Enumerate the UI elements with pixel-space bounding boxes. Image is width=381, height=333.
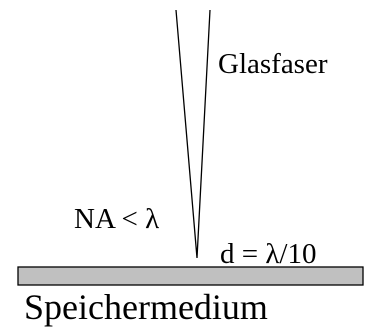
distance-label: d = λ/10 (220, 238, 317, 270)
storage-medium-layer (17, 266, 364, 286)
fiber-tip (175, 9, 211, 259)
fiber-label: Glasfaser (218, 48, 328, 80)
numerical-aperture-label: NA < λ (74, 203, 160, 235)
storage-medium-label: Speichermedium (24, 287, 268, 327)
